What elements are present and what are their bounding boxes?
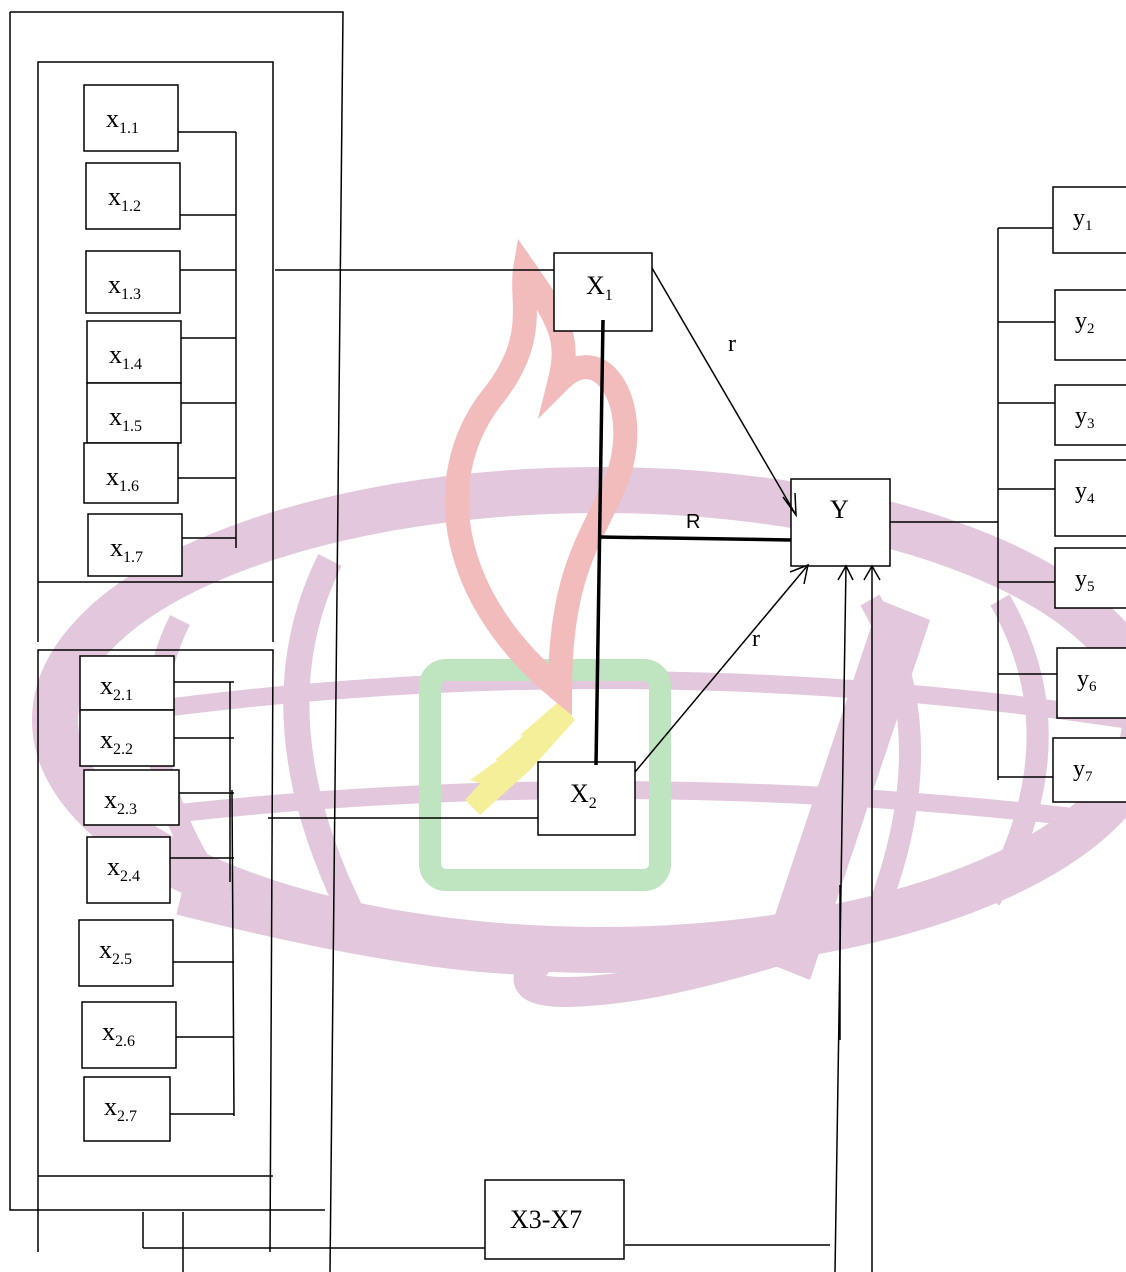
group2-item: x2.4 <box>87 837 170 903</box>
group2-item: x2.1 <box>80 656 174 710</box>
node-y: Y <box>791 479 890 566</box>
group1-item: x1.4 <box>87 321 181 383</box>
output-item: y2 <box>1055 290 1126 360</box>
university-logo-watermark <box>55 270 1126 992</box>
group2-item: x2.7 <box>84 1077 170 1141</box>
group1-item: x1.1 <box>84 85 178 151</box>
svg-text:Y: Y <box>830 495 849 524</box>
group1-item: x1.6 <box>84 443 178 503</box>
group1-item: x1.2 <box>86 163 180 229</box>
output-item: y4 <box>1055 460 1126 536</box>
watermark-meridian <box>296 560 360 930</box>
svg-text:X3-X7: X3-X7 <box>510 1205 582 1234</box>
output-item: y3 <box>1055 385 1126 445</box>
group2-item: x2.2 <box>80 710 174 766</box>
group1-item: x1.5 <box>87 383 181 443</box>
r-correlation-line <box>600 537 791 540</box>
output-item: y6 <box>1057 648 1126 718</box>
group2-bus-line <box>232 790 234 1116</box>
output-item: y5 <box>1055 548 1126 608</box>
watermark-latitude <box>80 680 1126 720</box>
output-item: y7 <box>1053 738 1126 802</box>
node-x2: X2 <box>538 762 635 835</box>
group2-item: x2.5 <box>79 920 173 986</box>
node-x1: X1 <box>554 253 652 331</box>
edge-label-R: R <box>686 511 700 533</box>
group1-item: x1.7 <box>88 514 182 576</box>
edge-label-r-top: r <box>728 331 736 357</box>
edge-label-r-bottom: r <box>752 626 760 652</box>
group2-item: x2.3 <box>84 770 179 825</box>
group1-item: x1.3 <box>86 251 180 313</box>
node-x3-x7: X3-X7 <box>485 1180 624 1259</box>
output-item: y1 <box>1053 187 1126 253</box>
group1: x1.1 x1.2 x1.3 x1.4x1.5x1.6 x1.7 <box>84 85 236 576</box>
group2-item: x2.6 <box>82 1002 176 1068</box>
